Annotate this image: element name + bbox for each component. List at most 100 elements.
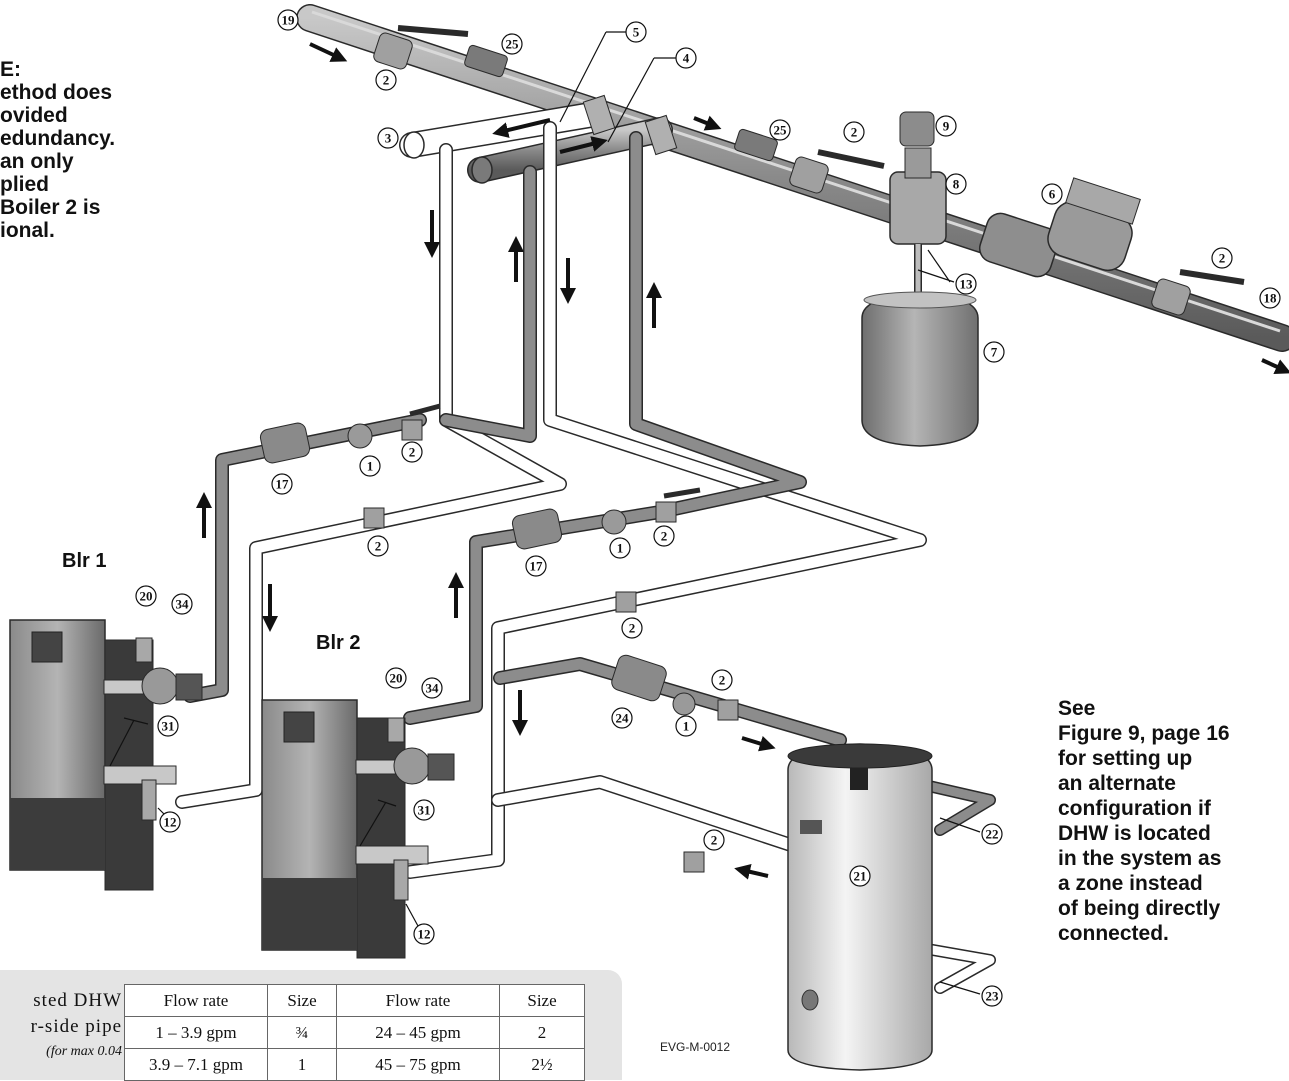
callout-c3: 3: [377, 127, 399, 149]
callout-c2f: 2: [653, 525, 675, 547]
system-pump: [978, 177, 1141, 278]
callout-number: 31: [162, 719, 175, 734]
callout-number: 1: [683, 719, 690, 734]
note-line: an only: [0, 150, 74, 173]
note-line: Figure 9, page 16: [1058, 722, 1230, 745]
callout-number: 12: [164, 815, 177, 830]
callout-circle: [413, 799, 435, 821]
table-header-row: Flow rate Size Flow rate Size: [124, 984, 585, 1017]
callout-c2d: 2: [401, 441, 423, 463]
callout-number: 18: [1264, 291, 1278, 306]
callout-circle: [849, 865, 871, 887]
callout-c21: 21: [849, 865, 871, 887]
callout-circle: [501, 33, 523, 55]
callout-number: 25: [506, 37, 520, 52]
side-line: sted DHW: [33, 990, 122, 1011]
callout-c2h: 2: [711, 669, 733, 691]
callout-c2i: 2: [703, 829, 725, 851]
drawing-code: EVG-M-0012: [660, 1040, 731, 1054]
callout-circle: [135, 585, 157, 607]
callout-circle: [945, 173, 967, 195]
loop-components: [259, 403, 739, 873]
callout-number: 7: [991, 345, 998, 360]
callout-number: 12: [418, 927, 431, 942]
callout-circle: [271, 473, 293, 495]
callout-circle: [421, 677, 443, 699]
callout-circle: [413, 923, 435, 945]
callout-circle: [625, 21, 647, 43]
callout-number: 2: [383, 73, 390, 88]
expansion-tank: [861, 291, 979, 447]
callout-number: 8: [953, 177, 960, 192]
table-cell: 1: [267, 1048, 337, 1081]
callout-number: 13: [960, 277, 974, 292]
side-line: r-side pipe: [30, 1016, 122, 1037]
note-line: edundancy.: [0, 127, 116, 150]
callout-c19: 19: [277, 9, 299, 31]
callout-c2c: 2: [1211, 247, 1233, 269]
table-cell: 45 – 75 gpm: [336, 1048, 500, 1081]
callout-number: 2: [629, 621, 636, 636]
callout-c8: 8: [945, 173, 967, 195]
callout-number: 17: [530, 559, 544, 574]
callout-circle: [359, 455, 381, 477]
callout-c9: 9: [935, 115, 957, 137]
callout-c18: 18: [1259, 287, 1281, 309]
callout-number: 17: [276, 477, 290, 492]
callout-c1c: 1: [675, 715, 697, 737]
callout-circle: [171, 593, 193, 615]
pipe-sizing-panel: sted DHW r-side pipe (for max 0.04 Flow …: [0, 970, 622, 1081]
callout-number: 2: [375, 539, 382, 554]
callout-circle: [1041, 183, 1063, 205]
callout-c1a: 1: [359, 455, 381, 477]
table-cell: 3.9 – 7.1 gpm: [124, 1048, 268, 1081]
note-line: ethod does: [0, 81, 113, 104]
boiler-2-label: Blr 2: [316, 632, 361, 654]
note-line: a zone instead: [1058, 872, 1203, 895]
redundancy-note: E: ethod does ovided edundancy. an only …: [0, 58, 200, 242]
callout-number: 3: [385, 131, 392, 146]
boiler-1: [9, 619, 203, 891]
callout-circle: [621, 617, 643, 639]
callout-circle: [711, 669, 733, 691]
callout-c25b: 25: [769, 119, 791, 141]
callout-circle: [385, 667, 407, 689]
boiler-2: [261, 699, 455, 959]
callout-circle: [675, 715, 697, 737]
callout-c25a: 25: [501, 33, 523, 55]
callout-c2e: 2: [367, 535, 389, 557]
callout-c20a: 20: [135, 585, 157, 607]
callout-circle: [983, 341, 1005, 363]
callout-circle: [611, 707, 633, 729]
callout-number: 21: [854, 869, 867, 884]
note-line: ovided: [0, 104, 68, 127]
note-line: configuration if: [1058, 797, 1211, 820]
callout-number: 4: [683, 51, 690, 66]
callout-number: 31: [418, 803, 431, 818]
table-cell: ¾: [267, 1016, 337, 1049]
callout-circle: [159, 811, 181, 833]
callout-circle: [375, 69, 397, 91]
callout-circle: [703, 829, 725, 851]
callout-number: 20: [390, 671, 403, 686]
table-cell: 24 – 45 gpm: [336, 1016, 500, 1049]
callout-c4: 4: [675, 47, 697, 69]
callout-circle: [401, 441, 423, 463]
callout-c34a: 34: [171, 593, 193, 615]
callout-circle: [981, 823, 1003, 845]
note-line: of being directly: [1058, 897, 1221, 920]
note-line: Boiler 2 is: [0, 196, 101, 219]
note-line: ional.: [0, 219, 55, 242]
pipe-sizing-table: Flow rate Size Flow rate Size 1 – 3.9 gp…: [124, 984, 585, 1081]
callout-c6: 6: [1041, 183, 1063, 205]
callout-number: 1: [367, 459, 374, 474]
callout-circle: [843, 121, 865, 143]
callout-c34b: 34: [421, 677, 443, 699]
note-line: plied: [0, 173, 50, 196]
callout-number: 2: [719, 673, 726, 688]
table-side-text: sted DHW r-side pipe (for max 0.04: [0, 990, 122, 1060]
callout-c17a: 17: [271, 473, 293, 495]
callout-c31a: 31: [157, 715, 179, 737]
callout-circle: [377, 127, 399, 149]
